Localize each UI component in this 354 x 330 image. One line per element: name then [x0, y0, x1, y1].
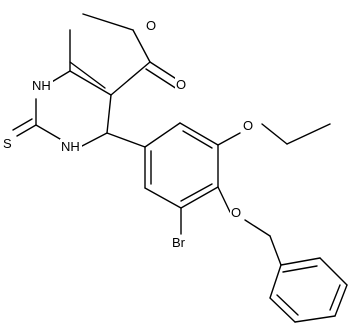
bond	[261, 123, 288, 145]
bond	[179, 122, 219, 146]
bond	[82, 13, 134, 31]
bromine-label: Br	[172, 235, 186, 250]
bond	[269, 297, 296, 323]
bond	[217, 186, 231, 213]
bond	[329, 284, 341, 311]
bond	[144, 122, 181, 148]
bond	[269, 264, 282, 299]
bond	[144, 187, 182, 209]
bond	[69, 70, 112, 96]
atom-ester-o-methyl: O	[145, 18, 157, 33]
nh-label: NH	[61, 139, 80, 154]
bond	[132, 29, 151, 63]
bond	[294, 315, 336, 323]
oxygen-label: O	[176, 77, 186, 92]
atom-nh-bottom: NH	[60, 139, 82, 154]
oxygen-label: O	[243, 118, 253, 133]
nh-label: NH	[32, 78, 51, 93]
bond	[106, 132, 146, 148]
bond	[106, 94, 112, 134]
bond	[145, 68, 178, 90]
bond	[35, 124, 61, 140]
bond	[282, 265, 318, 273]
bond	[286, 123, 331, 145]
atom-bromine: Br	[171, 235, 191, 250]
bond	[276, 294, 299, 316]
atom-ester-o-carbonyl: O	[175, 77, 187, 92]
oxygen-label: O	[146, 18, 156, 33]
atom-nh-top: NH	[31, 78, 53, 93]
bond	[244, 219, 271, 237]
bond	[12, 118, 33, 131]
bond	[334, 284, 348, 317]
bond	[49, 70, 71, 84]
bond	[81, 132, 108, 147]
bond	[269, 235, 282, 266]
atom-benzyloxy-o: O	[230, 205, 242, 220]
atom-thione-s: S	[2, 136, 13, 151]
bond	[217, 132, 241, 146]
bond	[280, 257, 321, 266]
bond	[182, 130, 213, 149]
bond-lines	[12, 13, 348, 323]
oxygen-label: O	[231, 205, 241, 220]
bond	[110, 61, 151, 96]
sulfur-label: S	[3, 136, 12, 151]
bond	[69, 61, 106, 89]
bond	[180, 186, 219, 209]
atom-ethoxy-o: O	[242, 118, 254, 133]
bond	[319, 257, 348, 286]
atom-labels: O O NH NH S O O Br	[2, 18, 254, 250]
bond	[180, 183, 213, 202]
bond	[16, 124, 37, 137]
